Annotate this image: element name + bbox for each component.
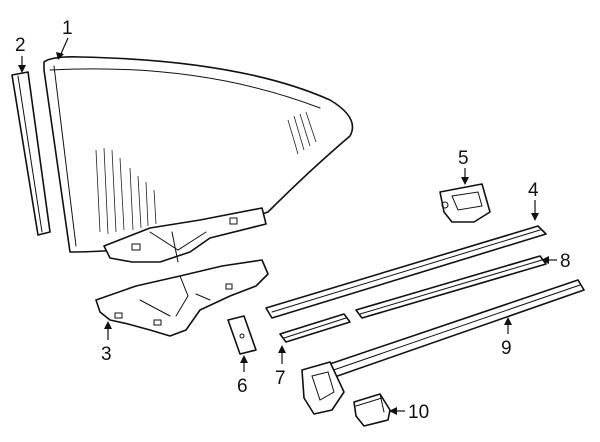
part-3-channel-bracket <box>95 259 269 337</box>
part-5-clip <box>439 183 491 223</box>
part-10-block <box>353 393 391 427</box>
callout-1: 1 <box>62 18 73 39</box>
callout-3: 3 <box>101 344 112 365</box>
part-2-weatherstrip <box>11 71 51 236</box>
callout-labels: 1 2 3 4 5 6 7 8 9 10 <box>15 18 571 423</box>
leaders <box>18 37 557 415</box>
channel-end-bracket <box>301 361 345 415</box>
part-4-belt-molding <box>265 225 547 319</box>
callout-9: 9 <box>501 338 512 359</box>
callout-2: 2 <box>15 35 26 56</box>
part-7-short-strip <box>279 313 351 343</box>
callout-8: 8 <box>560 251 571 272</box>
part-6-bracket <box>227 315 257 355</box>
callout-5: 5 <box>458 148 469 169</box>
callout-4: 4 <box>528 180 539 201</box>
callout-7: 7 <box>275 368 286 389</box>
part-1-quarter-glass <box>43 56 354 263</box>
part-8-inner-weatherstrip <box>355 255 547 319</box>
glass-reflection-hatch <box>95 111 317 235</box>
part-9-run-channel <box>317 279 585 381</box>
callout-10: 10 <box>408 402 429 423</box>
callout-6: 6 <box>237 376 248 397</box>
